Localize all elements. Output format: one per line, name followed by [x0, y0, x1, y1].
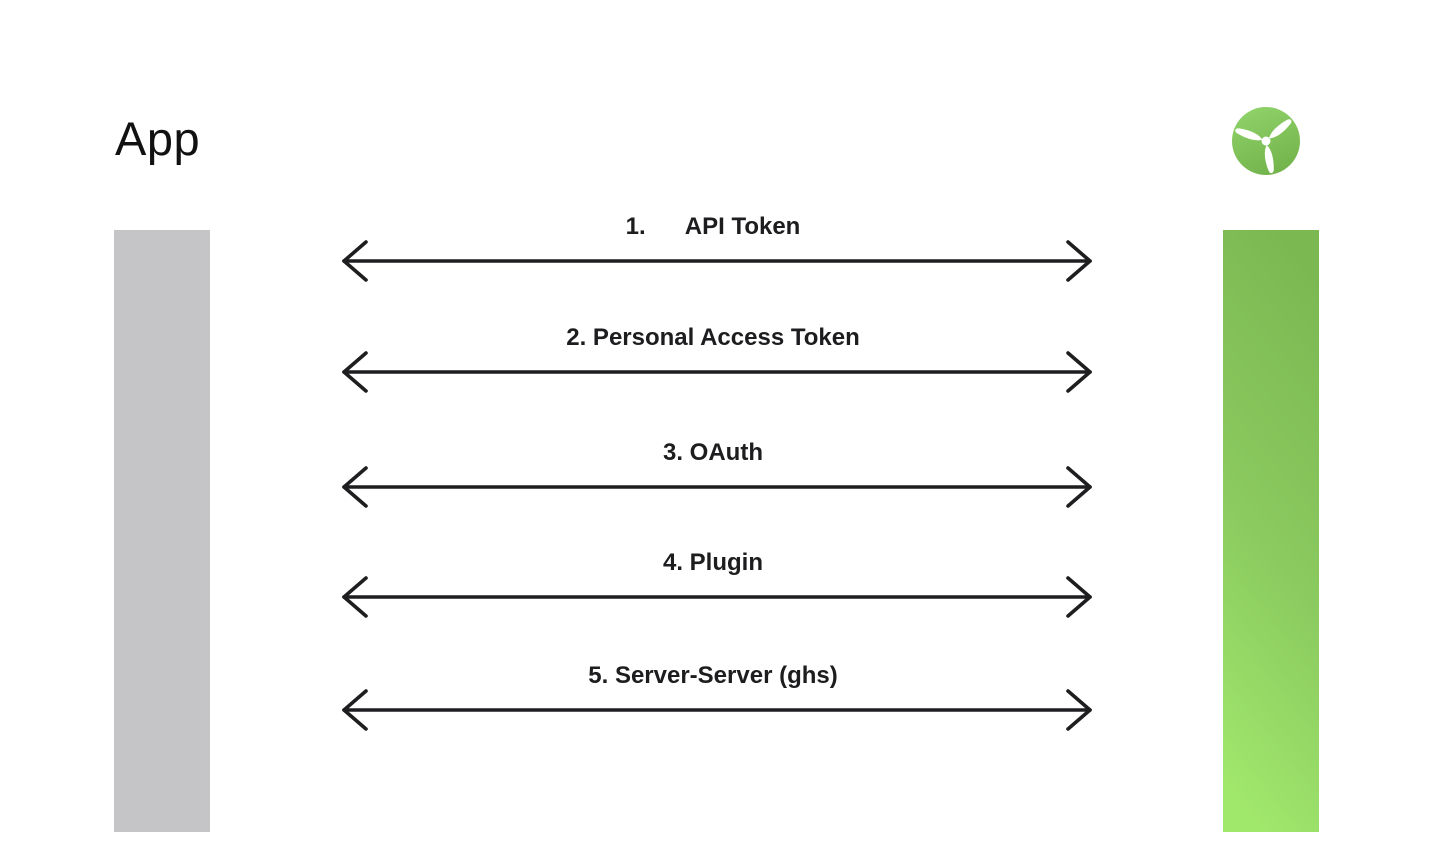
service-bar-rect [1223, 230, 1319, 832]
arrow-label-server-server: 5. Server-Server (ghs) [588, 662, 838, 689]
double-arrow [342, 351, 1092, 393]
double-arrow [342, 466, 1092, 508]
arrow-label-api-token: 1. API Token [625, 213, 801, 240]
auth-method-row-oauth: 3. OAuth [332, 438, 1094, 518]
service-lifeline-bar [1223, 230, 1319, 832]
page-title: App [115, 112, 201, 165]
auth-method-row-api-token: 1. API Token [332, 212, 1094, 292]
turbine-blades [1235, 119, 1292, 174]
arrow-label-oauth: 3. OAuth [663, 439, 763, 466]
arrow-label-personal-access-token: 2. Personal Access Token [566, 324, 860, 351]
double-arrow [342, 576, 1092, 618]
double-arrow [342, 240, 1092, 282]
auth-method-row-server-server: 5. Server-Server (ghs) [332, 661, 1094, 741]
auth-method-row-personal-access-token: 2. Personal Access Token [332, 323, 1094, 403]
app-bar-rect [114, 230, 210, 832]
auth-method-row-plugin: 4. Plugin [332, 548, 1094, 628]
double-arrow [342, 689, 1092, 731]
app-lifeline-bar [114, 230, 210, 832]
wind-turbine-logo [1230, 105, 1302, 177]
arrow-label-plugin: 4. Plugin [662, 549, 763, 576]
